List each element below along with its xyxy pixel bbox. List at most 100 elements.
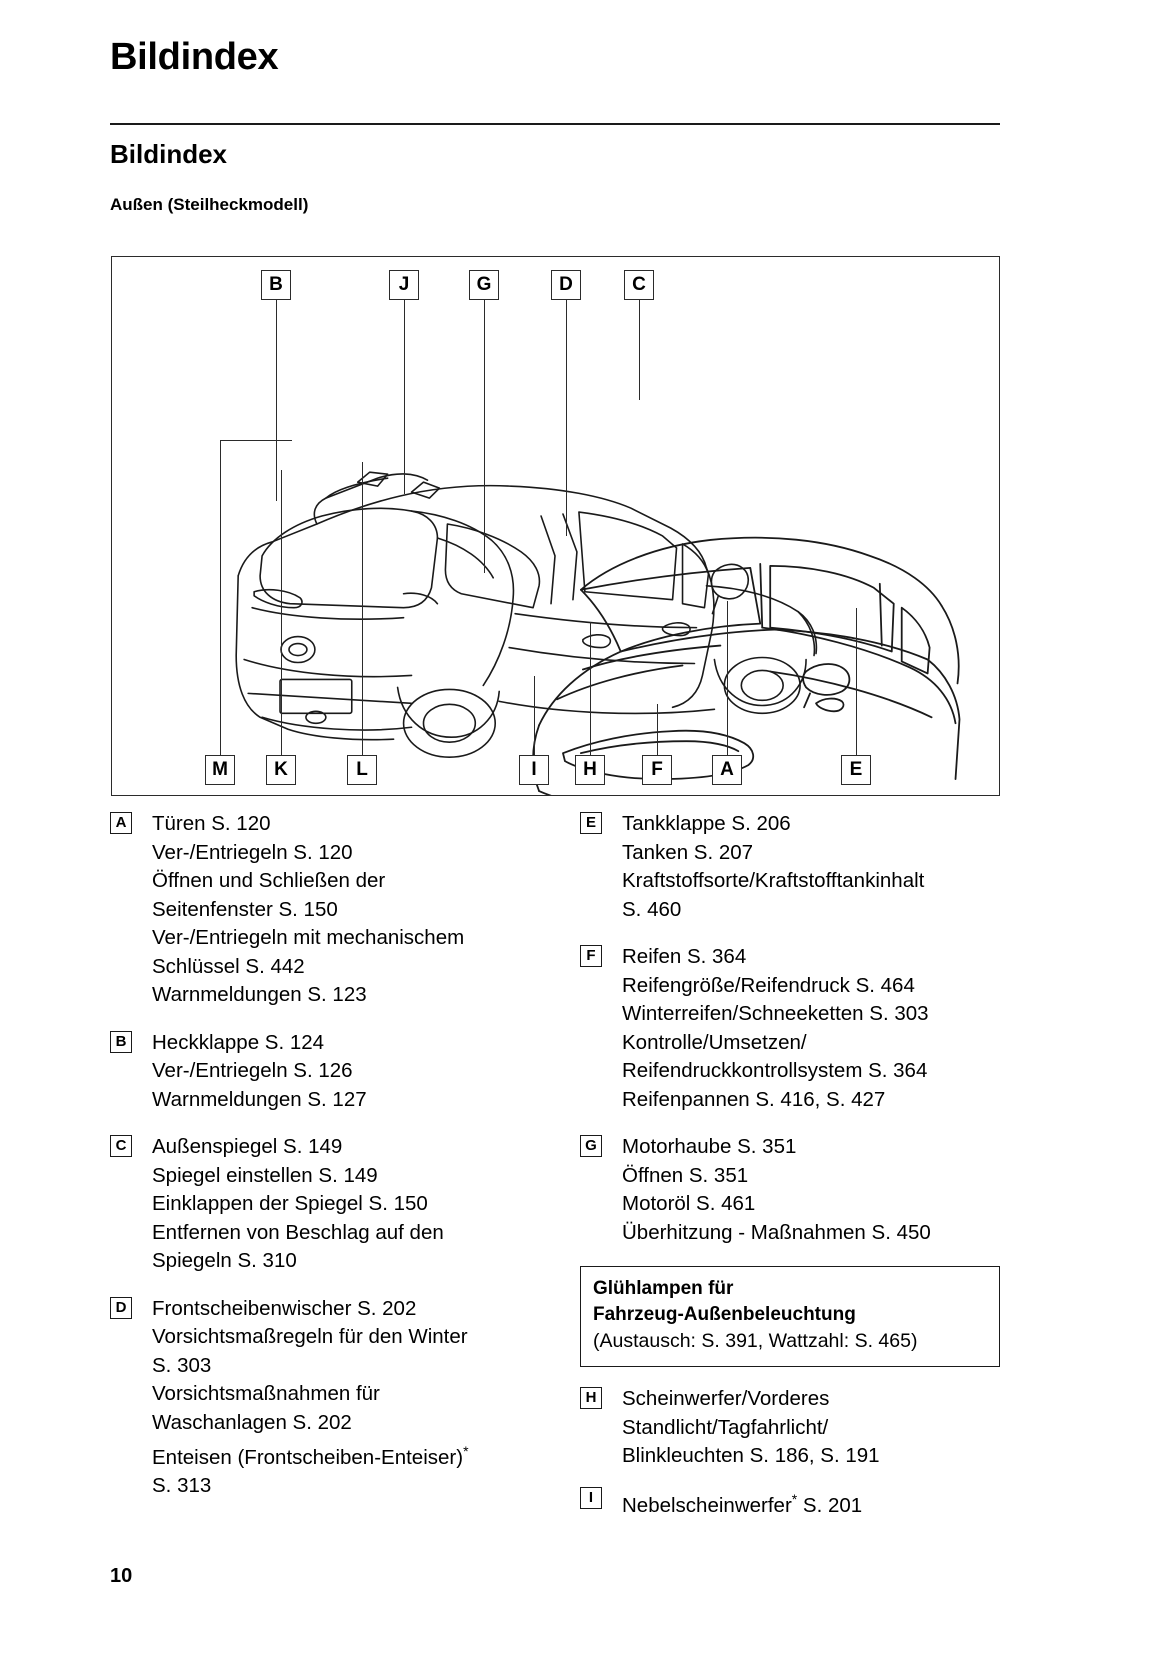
entry-line: Kraftstoffsorte/Kraftstofftankinhalt <box>622 869 925 892</box>
note-regular-line: (Austausch: S. 391, Wattzahl: S. 465) <box>593 1330 918 1352</box>
entry-badge-e: E <box>580 812 602 834</box>
callout-leader-line-m-elbow <box>220 440 292 442</box>
diagram-callout-m: M <box>205 755 235 785</box>
diagram-callout-h: H <box>575 755 605 785</box>
entry-line: Warnmeldungen S. 123 <box>152 983 367 1006</box>
diagram-callout-g: G <box>469 270 499 300</box>
callout-leader-line-c <box>639 300 641 400</box>
entry-line: Ver-/Entriegeln S. 126 <box>152 1059 353 1082</box>
entry-badge-h: H <box>580 1387 602 1409</box>
entry-line: S. 303 <box>152 1353 212 1377</box>
diagram-callout-f: F <box>642 755 672 785</box>
entry-line: Blinkleuchten S. 186, S. 191 <box>622 1444 880 1467</box>
callout-leader-line-b <box>276 300 278 501</box>
entry-badge-g: G <box>580 1135 602 1157</box>
entry-line: Öffnen und Schließen der <box>152 869 386 892</box>
entry-badge-d: D <box>110 1296 132 1319</box>
entry-line: Tankklappe S. 206 <box>622 812 791 835</box>
entry-line: Ver-/Entriegeln S. 120 <box>152 840 353 864</box>
entry-line: Enteisen (Frontscheiben-Enteiser)* <box>152 1443 469 1469</box>
entry-line: S. 460 <box>622 897 682 921</box>
diagram-callout-i: I <box>519 755 549 785</box>
callout-leader-line-a <box>727 601 729 755</box>
callout-leader-line-i <box>534 676 536 755</box>
entry-line: Seitenfenster S. 150 <box>152 897 338 921</box>
entry-line: Schlüssel S. 442 <box>152 954 305 978</box>
entry-line: Reifendruckkontrollsystem S. 364 <box>622 1059 928 1082</box>
entry-line: Ver-/Entriegeln mit mechanischem <box>152 926 465 949</box>
callout-leader-line-k <box>281 470 283 755</box>
entry-line: Spiegeln S. 310 <box>152 1249 297 1272</box>
entry-line: Motorhaube S. 351 <box>622 1135 797 1158</box>
entry-line: Überhitzung - Maßnahmen S. 450 <box>622 1220 931 1244</box>
vehicle-illustration <box>235 471 961 795</box>
entry-line: Entfernen von Beschlag auf den <box>152 1220 444 1244</box>
entry-line: Türen S. 120 <box>152 812 271 835</box>
entry-line: Scheinwerfer/Vorderes <box>622 1387 830 1410</box>
entry-line: S. 313 <box>152 1474 212 1498</box>
title-divider <box>110 123 1000 125</box>
callout-leader-line-h <box>590 622 592 755</box>
entry-line: Spiegel einstellen S. 149 <box>152 1163 378 1187</box>
footnote-asterisk: * <box>463 1443 469 1459</box>
diagram-callout-e: E <box>841 755 871 785</box>
entry-badge-i: I <box>580 1486 602 1509</box>
entry-line: Waschanlagen S. 202 <box>152 1410 352 1434</box>
entry-line: Reifenpannen S. 416, S. 427 <box>622 1087 886 1111</box>
entry-line: Winterreifen/Schneeketten S. 303 <box>622 1002 929 1025</box>
entry-line: Warnmeldungen S. 127 <box>152 1087 367 1111</box>
callout-leader-line-g <box>484 300 486 573</box>
entry-line: Heckklappe S. 124 <box>152 1030 325 1054</box>
entry-line: Standlicht/Tagfahrlicht/ <box>622 1415 829 1439</box>
callout-leader-line-j <box>404 300 406 494</box>
diagram-callout-j: J <box>389 270 419 300</box>
diagram-callout-b: B <box>261 270 291 300</box>
entry-line: Kontrolle/Umsetzen/ <box>622 1030 807 1054</box>
callout-leader-line-l <box>362 462 364 755</box>
entry-line: Reifengröße/Reifendruck S. 464 <box>622 973 915 997</box>
entry-line: Vorsichtsmaßregeln für den Winter <box>152 1325 468 1348</box>
note-bold-line-2: Fahrzeug-Außenbeleuchtung <box>593 1304 856 1325</box>
entry-line: Öffnen S. 351 <box>622 1163 749 1187</box>
diagram-callout-l: L <box>347 755 377 785</box>
diagram-callout-c: C <box>624 270 654 300</box>
entry-line: Frontscheibenwischer S. 202 <box>152 1296 417 1320</box>
diagram-callout-d: D <box>551 270 581 300</box>
sub-section-title: Außen (Steilheckmodell) <box>110 195 309 214</box>
index-entry-i: I Nebelscheinwerfer* S. 201 <box>580 1485 1000 1520</box>
entry-line: Tanken S. 207 <box>622 840 754 864</box>
entry-line: Einklappen der Spiegel S. 150 <box>152 1192 428 1215</box>
footnote-asterisk: * <box>791 1490 798 1507</box>
callout-leader-line-e <box>856 608 858 755</box>
entry-badge-f: F <box>580 945 602 967</box>
note-bold-line-1: Glühlampen für <box>593 1278 734 1299</box>
diagram-callout-k: K <box>266 755 296 785</box>
callout-leader-line-m <box>220 440 222 755</box>
entry-line: Reifen S. 364 <box>622 945 747 968</box>
callout-leader-line-d <box>566 300 568 536</box>
entry-lines: Nebelscheinwerfer* S. 201 <box>622 1485 1000 1520</box>
entry-line: Vorsichtsmaßnahmen für <box>152 1382 380 1405</box>
entry-line: Motoröl S. 461 <box>622 1192 756 1215</box>
section-title: Bildindex <box>110 139 228 169</box>
entry-line: Nebelscheinwerfer* S. 201 <box>622 1490 863 1517</box>
